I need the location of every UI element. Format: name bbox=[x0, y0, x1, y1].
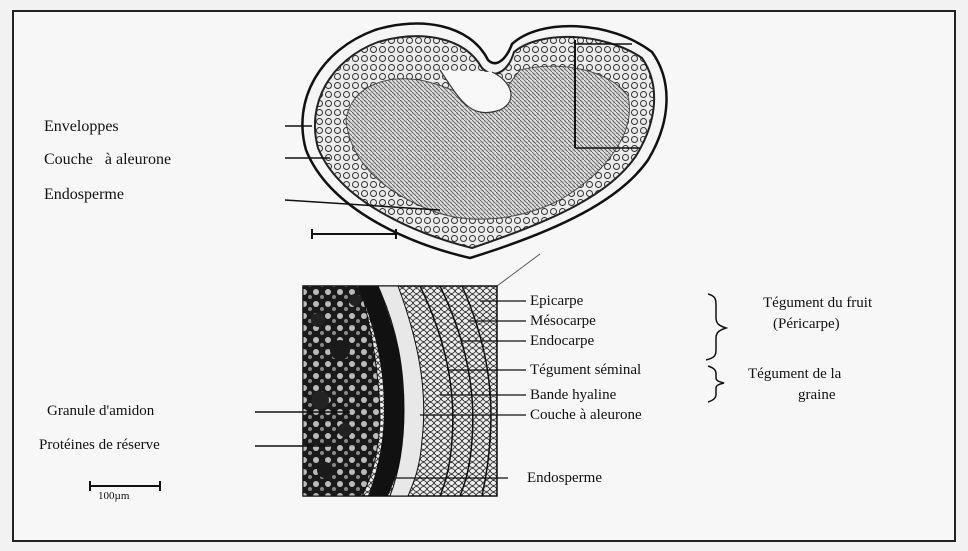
seed-coat-brace bbox=[708, 366, 724, 402]
label-hyaline-band: Bande hyaline bbox=[530, 387, 616, 404]
label-envelopes: Enveloppes bbox=[44, 118, 119, 135]
label-mesocarp: Mésocarpe bbox=[530, 313, 596, 330]
grain-section-drawing bbox=[302, 23, 666, 258]
label-seed-group-line2: graine bbox=[798, 387, 835, 404]
label-endosperm-bottom: Endosperme bbox=[527, 470, 602, 487]
label-reserve-proteins: Protéines de réserve bbox=[39, 437, 160, 454]
scale-bar-label: 100µm bbox=[98, 488, 129, 505]
label-epicarp: Epicarpe bbox=[530, 293, 583, 310]
label-pericarp: (Péricarpe) bbox=[773, 316, 840, 333]
label-seed-coat: Tégument séminal bbox=[530, 362, 641, 379]
label-fruit-coat: Tégument du fruit bbox=[763, 295, 872, 312]
label-starch-granule: Granule d'amidon bbox=[47, 403, 154, 420]
fruit-coat-brace bbox=[706, 294, 726, 360]
label-aleurone-top: Couche à aleurone bbox=[44, 151, 171, 168]
magnified-tissue-block bbox=[303, 286, 497, 496]
label-seed-coat-group: Tégument de la bbox=[748, 366, 841, 383]
label-aleurone-bottom: Couche à aleurone bbox=[530, 407, 642, 424]
label-endocarp: Endocarpe bbox=[530, 333, 594, 350]
label-endosperm-top: Endosperme bbox=[44, 186, 124, 203]
